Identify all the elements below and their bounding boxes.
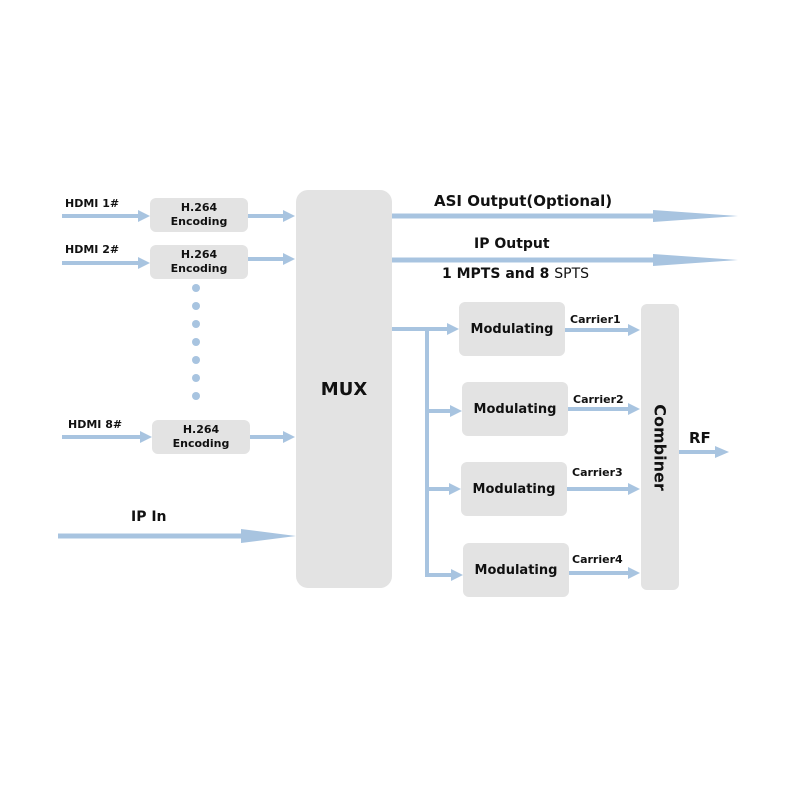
combiner-label: Combiner xyxy=(650,403,670,491)
modulator-label: Modulating xyxy=(474,562,558,578)
arrow-carrier2-head xyxy=(628,403,640,415)
combiner-box: Combiner xyxy=(641,304,679,590)
ip-in-label: IP In xyxy=(131,509,167,525)
ip-output-label: IP Output xyxy=(474,236,550,252)
arrow-bus-mod3-head xyxy=(449,483,461,495)
arrow-enc8-mux-head xyxy=(283,431,295,443)
ellipsis-dot xyxy=(192,356,200,364)
ip-output-sub-main: 1 MPTS and 8 xyxy=(442,266,550,282)
hdmi1-label: HDMI 1# xyxy=(65,197,120,210)
encoder-codec: H.264 xyxy=(180,201,218,214)
arrow-layer xyxy=(58,210,738,581)
encoder-box-hdmi2: H.264 Encoding xyxy=(150,245,248,279)
ellipsis-dot xyxy=(192,338,200,346)
arrow-enc2-mux-head xyxy=(283,253,295,265)
encoder-box-hdmi1: H.264 Encoding xyxy=(150,198,248,232)
arrow-hdmi2-in-head xyxy=(138,257,150,269)
arrow-ip-in-head xyxy=(241,529,296,543)
arrow-carrier1-head xyxy=(628,324,640,336)
ip-output-sub-tail: SPTS xyxy=(554,266,590,282)
encoder-label: Encoding xyxy=(170,262,228,275)
ellipsis-dot xyxy=(192,284,200,292)
encoder-label: Encoding xyxy=(170,215,228,228)
arrow-mux-mod1-head xyxy=(447,323,459,335)
arrow-carrier3-head xyxy=(628,483,640,495)
carrier4-label: Carrier4 xyxy=(572,553,623,566)
modulator-box-3: Modulating xyxy=(461,462,567,516)
carrier2-label: Carrier2 xyxy=(573,393,624,406)
ellipsis-dot xyxy=(192,392,200,400)
modulator-label: Modulating xyxy=(472,481,556,497)
carrier3-label: Carrier3 xyxy=(572,466,623,479)
modulator-box-4: Modulating xyxy=(463,543,569,597)
mux-box: MUX xyxy=(296,190,392,588)
modulator-label: Modulating xyxy=(473,401,557,417)
encoder-label: Encoding xyxy=(172,437,230,450)
modulator-label: Modulating xyxy=(470,321,554,337)
carrier1-label: Carrier1 xyxy=(570,313,621,326)
arrow-enc1-mux-head xyxy=(283,210,295,222)
hdmi8-label: HDMI 8# xyxy=(68,418,123,431)
encoder-box-hdmi8: H.264 Encoding xyxy=(152,420,250,454)
arrow-bus-mod4-head xyxy=(451,569,463,581)
modulator-box-2: Modulating xyxy=(462,382,568,436)
ellipsis-dot xyxy=(192,302,200,310)
rf-label: RF xyxy=(689,429,711,447)
modulator-box-1: Modulating xyxy=(459,302,565,356)
arrow-hdmi8-in-head xyxy=(140,431,152,443)
arrow-ip-output-head xyxy=(653,254,738,266)
arrow-rf-out-head xyxy=(715,446,729,458)
asi-output-label: ASI Output(Optional) xyxy=(434,192,613,210)
hdmi2-label: HDMI 2# xyxy=(65,243,120,256)
arrow-carrier4-head xyxy=(628,567,640,579)
arrow-hdmi1-in-head xyxy=(138,210,150,222)
mux-label: MUX xyxy=(320,378,368,400)
arrow-asi-output-head xyxy=(653,210,738,222)
ellipsis-dot xyxy=(192,320,200,328)
ellipsis-dot xyxy=(192,374,200,382)
encoder-codec: H.264 xyxy=(180,248,218,261)
encoder-codec: H.264 xyxy=(182,423,220,436)
ip-output-sublabel: 1 MPTS and 8 SPTS xyxy=(442,266,589,282)
arrow-bus-mod2-head xyxy=(450,405,462,417)
